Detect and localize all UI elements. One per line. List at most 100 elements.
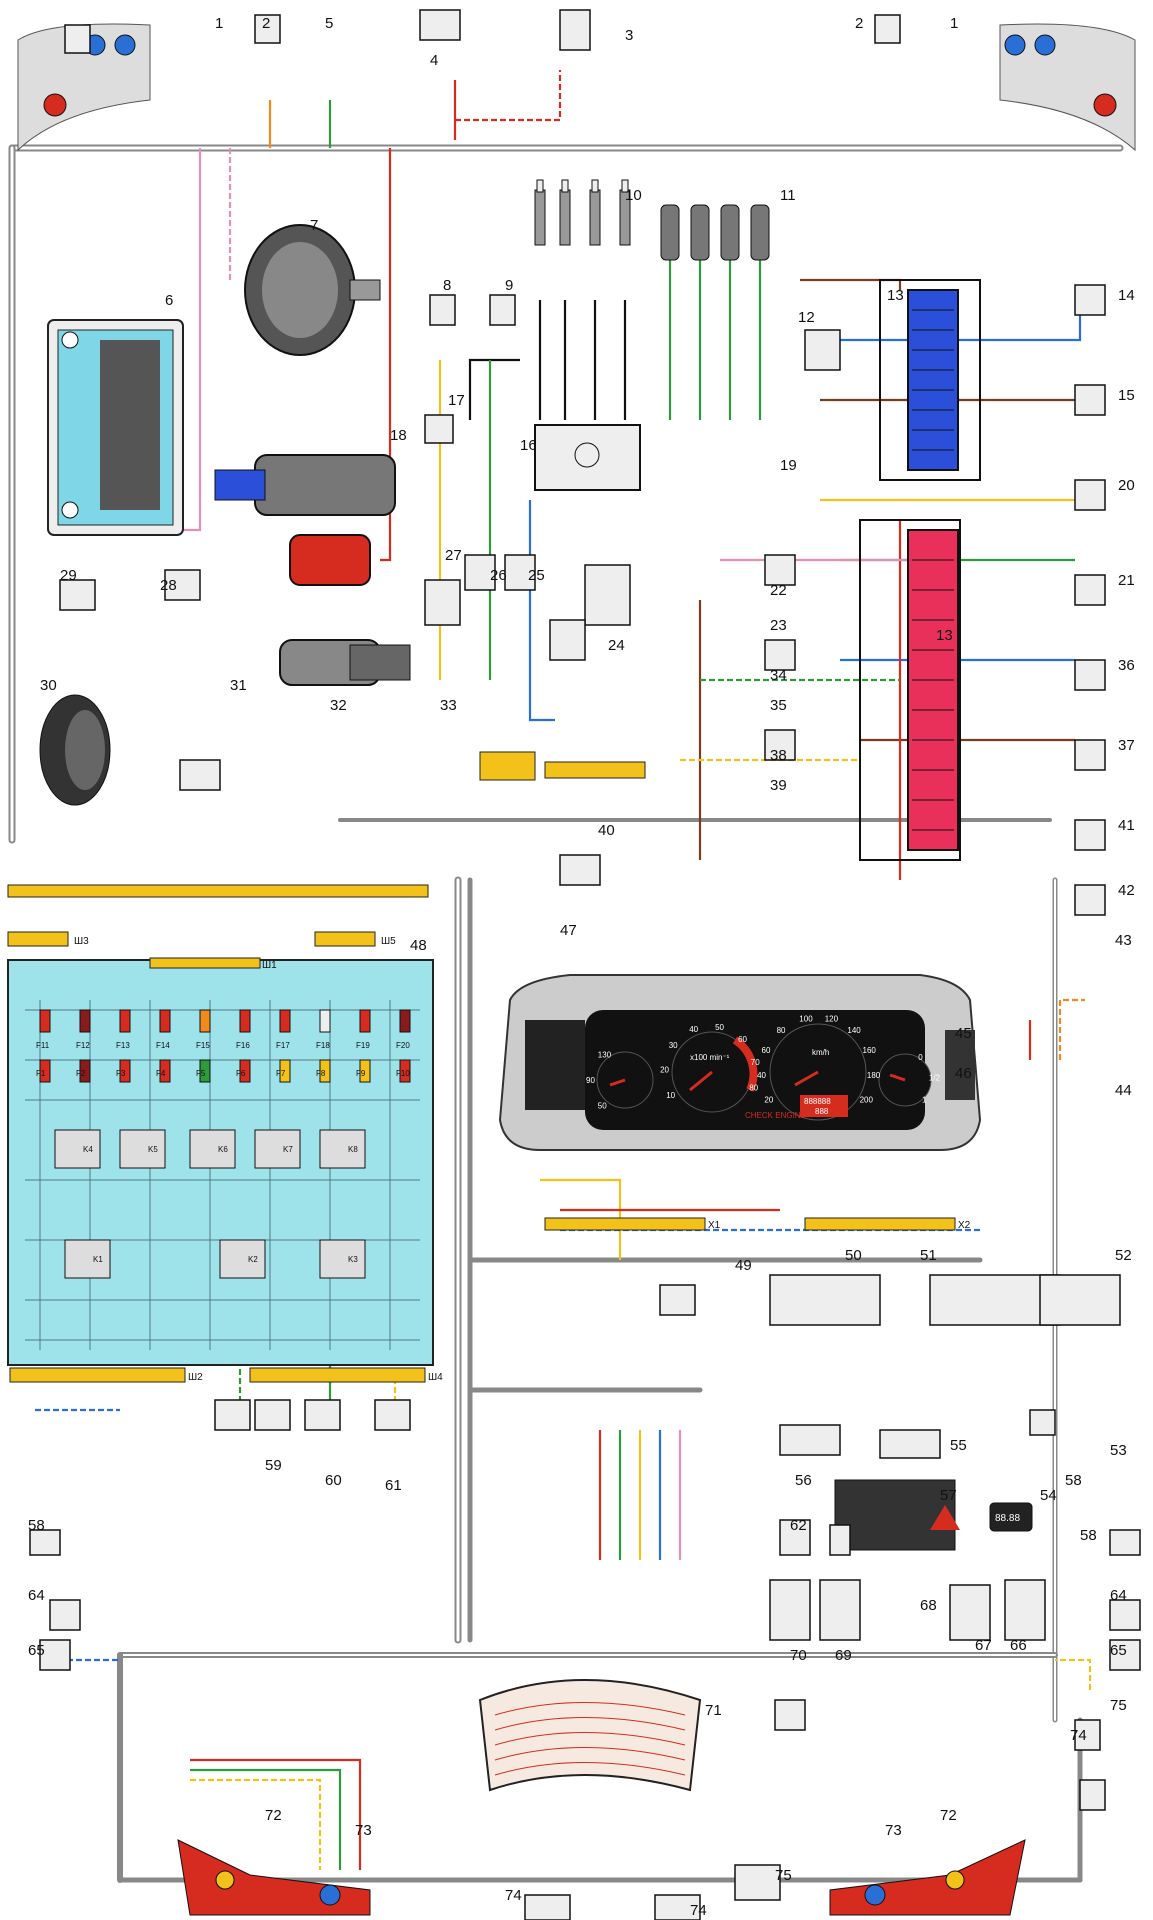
label-13-bottom: 13 — [936, 627, 953, 644]
component-box — [49, 1599, 81, 1631]
component-box — [764, 554, 796, 586]
fuse-f14 — [159, 1009, 171, 1033]
label-8: 8 — [443, 277, 451, 294]
component-box — [39, 1639, 71, 1671]
component-box — [779, 1519, 811, 1556]
component-box — [424, 414, 454, 444]
relay-label-k2: K2 — [248, 1255, 258, 1264]
relay-label-k1: K1 — [93, 1255, 103, 1264]
label-15: 15 — [1118, 387, 1135, 404]
speed-unit-label: km/h — [812, 1048, 829, 1057]
label-31: 31 — [230, 677, 247, 694]
label-58-0: 58 — [28, 1517, 45, 1534]
component-box — [1109, 1639, 1141, 1671]
label-59: 59 — [265, 1457, 282, 1474]
label-68: 68 — [920, 1597, 937, 1614]
label-24: 24 — [608, 637, 625, 654]
label-sh5: Ш5 — [381, 936, 396, 947]
temp-ticks-1: 90 — [586, 1076, 595, 1085]
rpm-ticks-7: 80 — [749, 1084, 758, 1093]
speed-ticks-7: 160 — [863, 1046, 877, 1055]
label-43: 43 — [1115, 932, 1132, 949]
fuse-f16 — [239, 1009, 251, 1033]
label-45-cluster: 45 — [955, 1025, 972, 1042]
component-box — [1074, 574, 1106, 606]
relay-label-k5: K5 — [148, 1145, 158, 1154]
label-10: 10 — [625, 187, 642, 204]
label-60: 60 — [325, 1472, 342, 1489]
rpm-ticks-0: 10 — [666, 1091, 675, 1100]
component-box — [1074, 479, 1106, 511]
component-box — [874, 14, 901, 44]
spark-plug — [559, 189, 571, 246]
component-box — [1074, 284, 1106, 316]
label-18: 18 — [390, 427, 407, 444]
label-41: 41 — [1118, 817, 1135, 834]
component-box — [774, 1699, 806, 1731]
component-box — [524, 1894, 571, 1920]
component-box — [949, 1584, 991, 1641]
speed-ticks-3: 80 — [777, 1026, 786, 1035]
fuse-f20 — [399, 1009, 411, 1033]
label-2-1: 2 — [855, 15, 863, 32]
hazard-panel — [834, 1479, 960, 1551]
spark-plug-tip — [591, 179, 599, 193]
component-box — [879, 1429, 941, 1459]
component-box — [1074, 659, 1106, 691]
fuse-f19 — [359, 1009, 371, 1033]
label-74-2: 74 — [1070, 1727, 1087, 1744]
component-box — [254, 14, 281, 44]
label-29: 29 — [60, 567, 77, 584]
component-box — [429, 294, 456, 326]
label-sh3: Ш3 — [74, 936, 89, 947]
component-box — [779, 1424, 841, 1456]
tail-light-right — [829, 1839, 1026, 1916]
rpm-ticks-4: 50 — [715, 1023, 724, 1032]
label-47: 47 — [560, 922, 577, 939]
component-box — [1074, 819, 1106, 851]
fuel-ticks-2: 1 — [922, 1095, 927, 1104]
component-box — [549, 619, 586, 661]
relay-label-k7: K7 — [283, 1145, 293, 1154]
component-box — [29, 1529, 61, 1556]
component-box — [769, 1579, 811, 1641]
fuse-f13 — [119, 1009, 131, 1033]
fuse-label-f7: F7 — [276, 1069, 286, 1078]
label-sh4: Ш4 — [428, 1372, 443, 1383]
component-box — [254, 1399, 291, 1431]
relay-k6 — [189, 1129, 236, 1169]
label-32: 32 — [330, 697, 347, 714]
fuse-label-f10: F10 — [396, 1069, 410, 1078]
rpm-ticks-2: 30 — [669, 1041, 678, 1050]
odometer-display: 888888 — [804, 1097, 831, 1106]
component-box — [304, 1399, 341, 1431]
component-box — [464, 554, 496, 591]
speed-ticks-4: 100 — [799, 1015, 813, 1024]
component-box — [659, 1284, 696, 1316]
fuse-label-f17: F17 — [276, 1041, 290, 1050]
fuse-f7 — [279, 1059, 291, 1083]
label-7: 7 — [310, 217, 318, 234]
fuse-f8 — [319, 1059, 331, 1083]
fuse-f15 — [199, 1009, 211, 1033]
check-engine-label: CHECK ENGINE — [745, 1111, 806, 1120]
label-46-cluster: 46 — [955, 1065, 972, 1082]
label-72-0: 72 — [265, 1807, 282, 1824]
label-42: 42 — [1118, 882, 1135, 899]
label-27: 27 — [445, 547, 462, 564]
fuse-f11 — [39, 1009, 51, 1033]
label-12: 12 — [798, 309, 815, 326]
alternator: 7 — [244, 217, 381, 356]
component-box — [1079, 1779, 1106, 1811]
fuse-f17 — [279, 1009, 291, 1033]
label-64-1: 64 — [1110, 1587, 1127, 1604]
label-75-1: 75 — [1110, 1697, 1127, 1714]
headlight-left — [17, 23, 151, 152]
label-62: 62 — [790, 1517, 807, 1534]
speed-ticks-9: 200 — [860, 1096, 874, 1105]
label-48: 48 — [410, 937, 427, 954]
label-73-1: 73 — [885, 1822, 902, 1839]
